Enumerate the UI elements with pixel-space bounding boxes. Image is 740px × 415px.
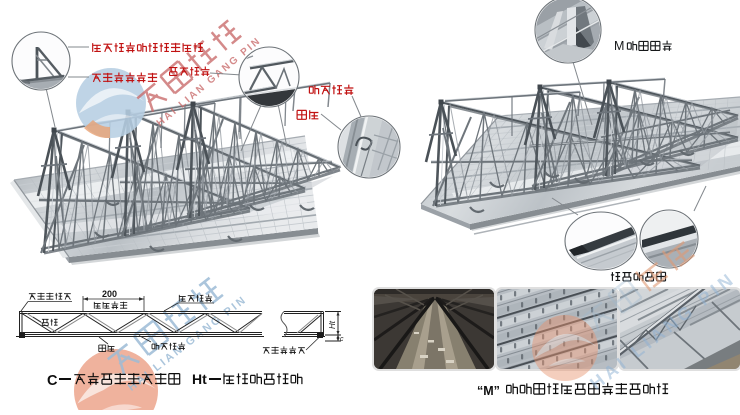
svg-text:Ht: Ht xyxy=(328,320,337,329)
svg-text:200: 200 xyxy=(102,289,117,299)
svg-text:M: M xyxy=(614,39,624,53)
svg-text:c: c xyxy=(340,336,344,343)
svg-text:“M”: “M” xyxy=(477,384,500,398)
svg-text:C: C xyxy=(47,373,58,389)
svg-text:Ht: Ht xyxy=(192,371,207,387)
